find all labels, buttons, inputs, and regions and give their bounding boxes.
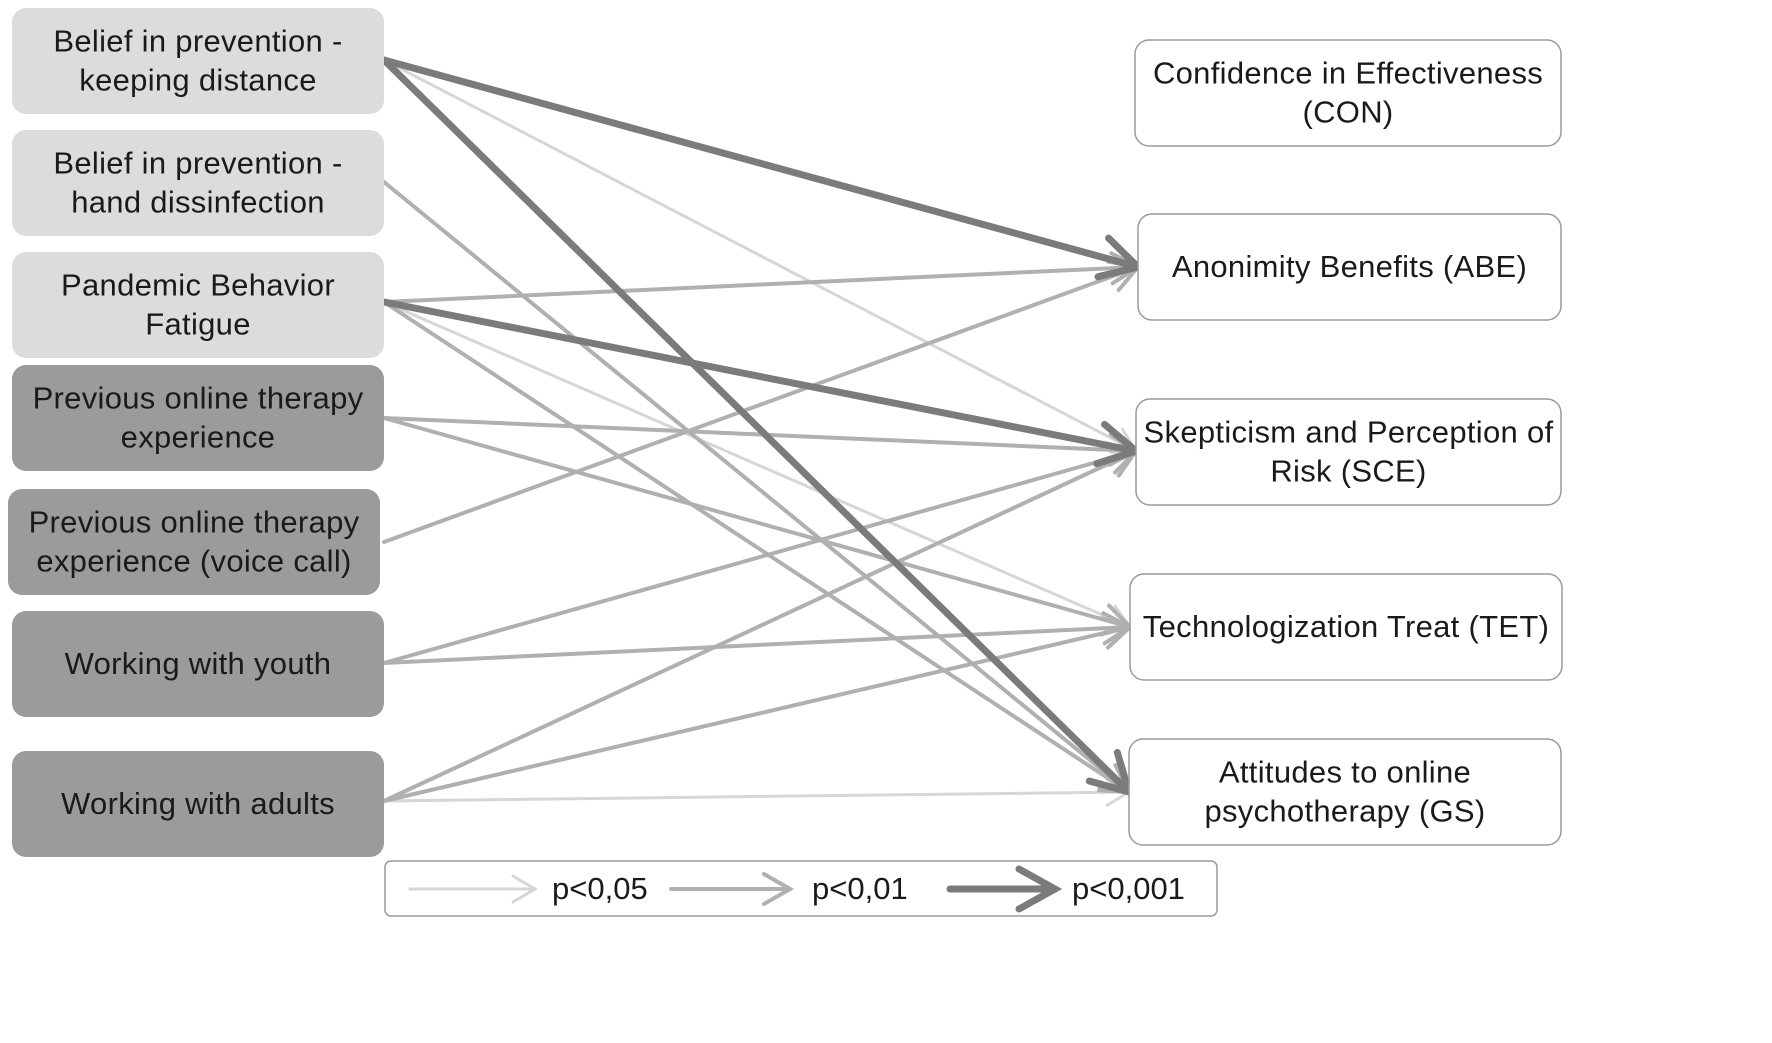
path-arrow-prev_voice-to-ABE [382,259,1142,544]
path-arrow-adults-to-SCE-line [382,449,1138,803]
path-arrow-fatigue-to-TET [382,300,1133,632]
predictor-prev_voice-label-line: Previous online therapy [29,505,360,540]
path-arrow-adults-to-GS-line [382,790,1131,803]
path-arrow-fatigue-to-GS-line [382,300,1131,794]
legend-label-p001: p<0,001 [1072,871,1185,906]
outcome-CON: Confidence in Effectiveness (CON) [1134,39,1562,147]
outcome-ABE: Anonimity Benefits (ABE) [1137,213,1562,321]
predictor-fatigue-box [12,252,384,358]
predictor-adults-box [12,751,384,857]
path-arrow-bp_distance-to-SCE [382,58,1139,454]
predictor-bp_distance: Belief in prevention - keeping distance [12,8,384,114]
path-arrow-youth-to-SCE-line [382,449,1138,665]
predictor-fatigue-label-line: Fatigue [145,307,251,342]
diagram-nodes: Belief in prevention -keeping distanceBe… [8,8,1563,857]
path-arrow-bp_distance-to-ABE-line [380,56,1142,271]
legend-arrow-p01 [669,872,795,906]
predictor-prev_exp: Previous online therapy experience [12,365,384,471]
legend-arrow-p001-head [1015,865,1063,913]
outcome-SCE-label-line: Risk (SCE) [1270,454,1426,489]
path-arrow-bp_hand-to-GS-line [382,180,1131,794]
path-arrow-prev_exp-to-TET-line [382,416,1132,629]
path-arrow-bp_distance-to-SCE-line [382,58,1138,453]
outcome-SCE: Skepticism and Perception of Risk (SCE) [1135,398,1562,506]
legend-frame [384,860,1218,917]
predictor-prev_exp-label-line: Previous online therapy [33,381,364,416]
path-arrow-bp_distance-to-GS-line [380,56,1133,796]
outcome-GS: Attitudes to online psychotherapy (GS) [1128,738,1562,846]
legend-label-p05: p<0,05 [552,871,648,906]
path-arrow-prev_exp-to-TET [382,416,1134,637]
outcome-CON-label-line: Confidence in Effectiveness [1153,56,1543,91]
predictor-adults-label-line: Working with adults [61,786,335,821]
predictor-prev_voice-box [8,489,380,595]
outcome-SCE-label-line: Skepticism and Perception of [1144,415,1554,450]
predictor-bp_hand-box [12,130,384,236]
predictor-youth: Working with youth [12,611,384,717]
path-arrow-fatigue-to-SCE [380,298,1144,468]
predictor-prev_exp-box [12,365,384,471]
predictor-bp_distance-label-line: keeping distance [79,63,316,98]
significance-legend: p<0,05 p<0,01 p<0,001 [384,860,1218,917]
path-arrow-prev_exp-to-SCE-line [382,416,1138,453]
path-arrow-fatigue-to-ABE-line [382,265,1140,304]
predictor-youth-label-line: Working with youth [65,646,332,681]
predictor-prev_exp-label-line: experience [121,420,276,455]
path-arrow-youth-to-TET [382,611,1134,665]
legend-arrow-p05 [408,874,538,904]
predictor-bp_distance-label-line: Belief in prevention - [53,24,342,59]
path-arrow-fatigue-to-TET-line [382,300,1132,629]
predictor-fatigue-label-line: Pandemic Behavior [61,268,335,303]
outcome-TET: Technologization Treat (TET) [1129,573,1563,681]
legend-arrow-p01-head [762,872,795,906]
predictor-prev_voice-label-line: experience (voice call) [36,544,351,579]
outcome-ABE-label-line: Anonimity Benefits (ABE) [1172,249,1527,284]
outcome-GS-box [1128,738,1562,846]
predictor-bp_hand: Belief in prevention - hand dissinfection [12,130,384,236]
outcome-ABE-box [1137,213,1562,321]
legend-label-p01: p<0,01 [812,871,908,906]
predictor-bp_hand-label-line: Belief in prevention - [53,146,342,181]
path-arrow-youth-to-TET-line [382,625,1132,665]
path-arrow-prev_voice-to-ABE-line [382,265,1140,544]
outcome-GS-label-line: Attitudes to online [1219,755,1471,790]
legend-arrow-p001 [946,865,1063,913]
legend-arrow-p05-head [511,874,538,904]
path-arrow-fatigue-to-SCE-line [380,298,1140,455]
path-arrow-adults-to-TET-line [382,625,1132,803]
outcome-TET-label-line: Technologization Treat (TET) [1143,609,1549,644]
outcome-CON-box [1134,39,1562,147]
predictor-adults: Working with adults [12,751,384,857]
path-arrow-youth-to-SCE [382,441,1140,665]
predictor-bp_distance-box [12,8,384,114]
predictor-youth-box [12,611,384,717]
outcome-TET-box [1129,573,1563,681]
outcome-GS-label-line: psychotherapy (GS) [1204,794,1485,829]
predictor-bp_hand-label-line: hand dissinfection [71,185,325,220]
path-arrow-adults-to-GS [382,777,1132,807]
predictor-prev_voice: Previous online therapy experience (voice… [8,489,380,595]
path-arrows [380,56,1145,807]
outcome-SCE-box [1135,398,1562,506]
outcome-CON-label-line: (CON) [1302,95,1393,130]
path-arrow-fatigue-to-ABE [382,251,1142,304]
